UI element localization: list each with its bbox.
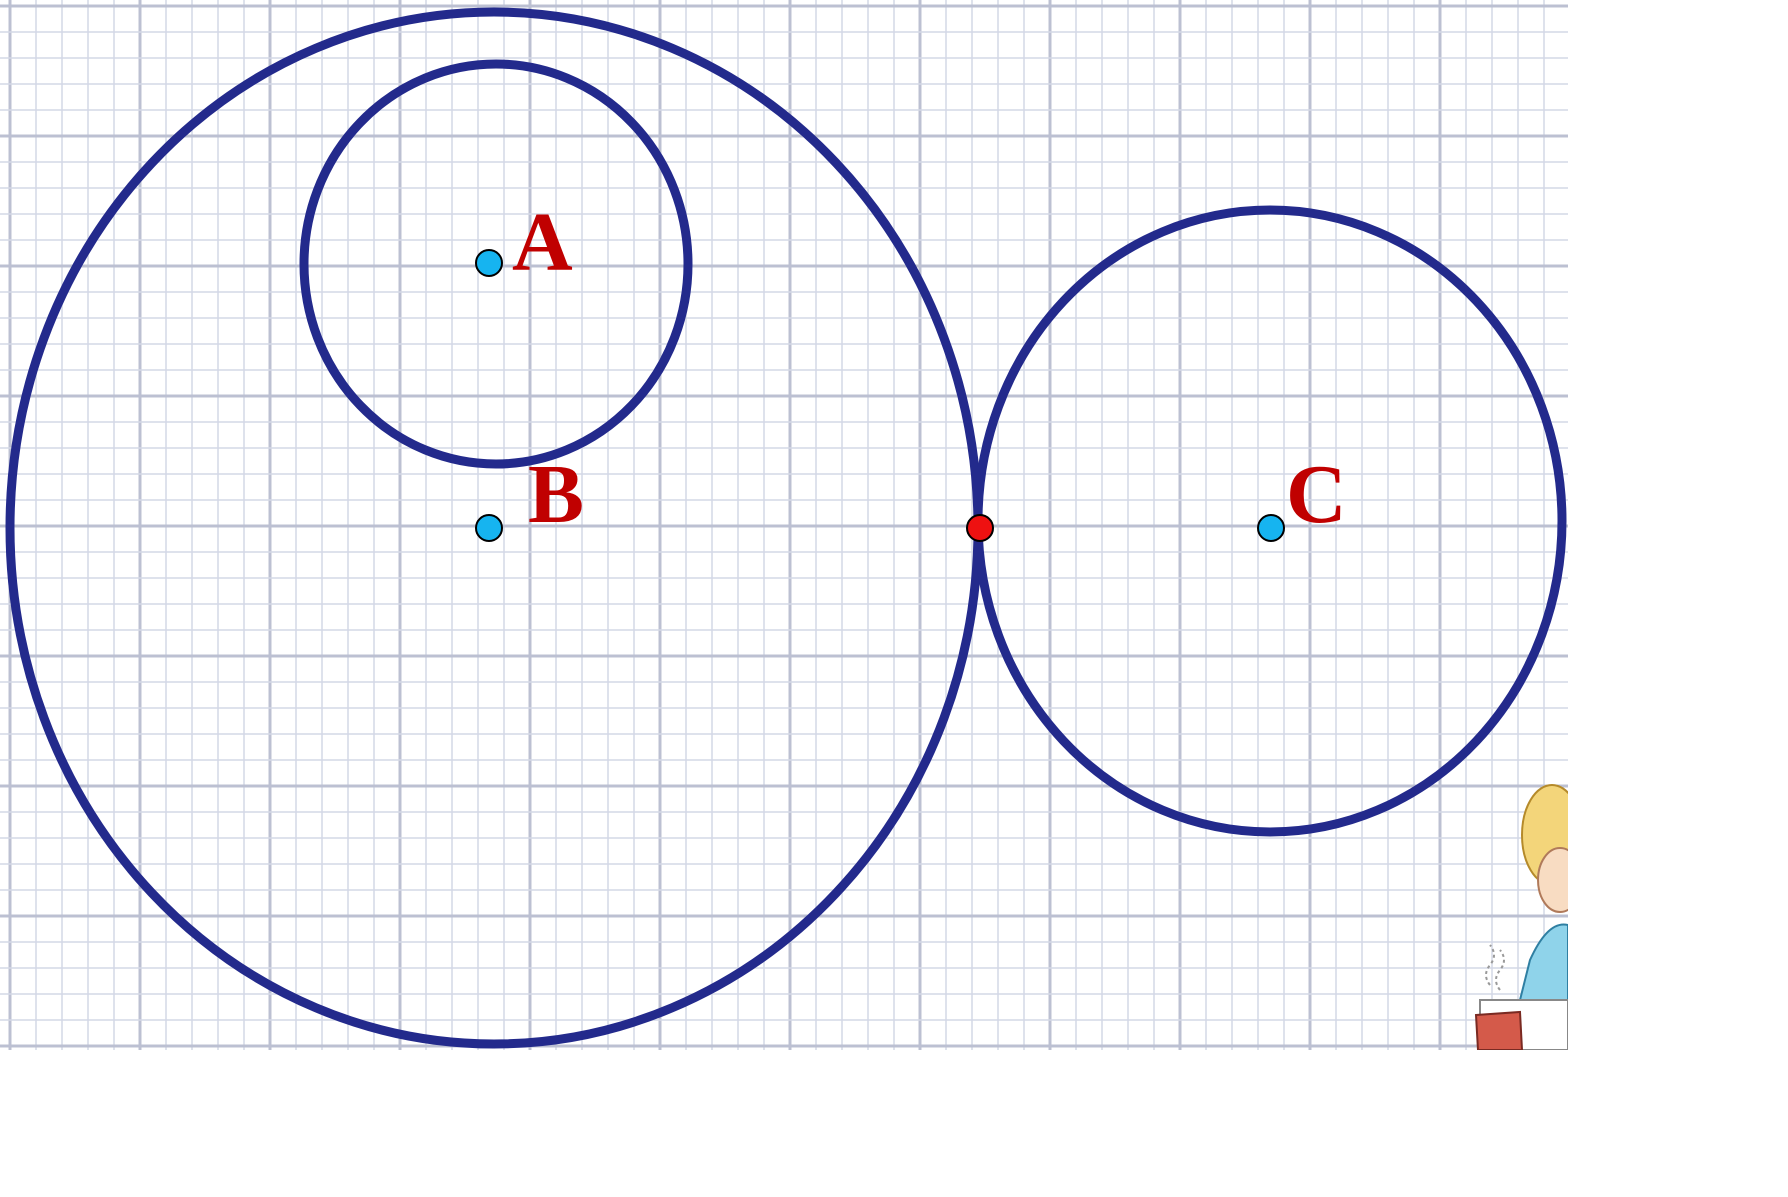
tangent-point-marker <box>966 514 994 542</box>
grid-paper <box>0 0 1568 1050</box>
point-a-label: A <box>512 196 573 289</box>
point-b-label: B <box>528 448 584 541</box>
point-a-marker <box>475 249 503 277</box>
circle-small-a <box>299 59 693 469</box>
point-b-marker <box>475 514 503 542</box>
point-c-label: C <box>1286 448 1347 541</box>
diagram-canvas: A B C <box>0 0 1568 1050</box>
cartoon-child-reading-icon <box>1474 784 1568 1050</box>
point-c-marker <box>1257 514 1285 542</box>
circles-diagram: A B C <box>0 0 1568 1050</box>
